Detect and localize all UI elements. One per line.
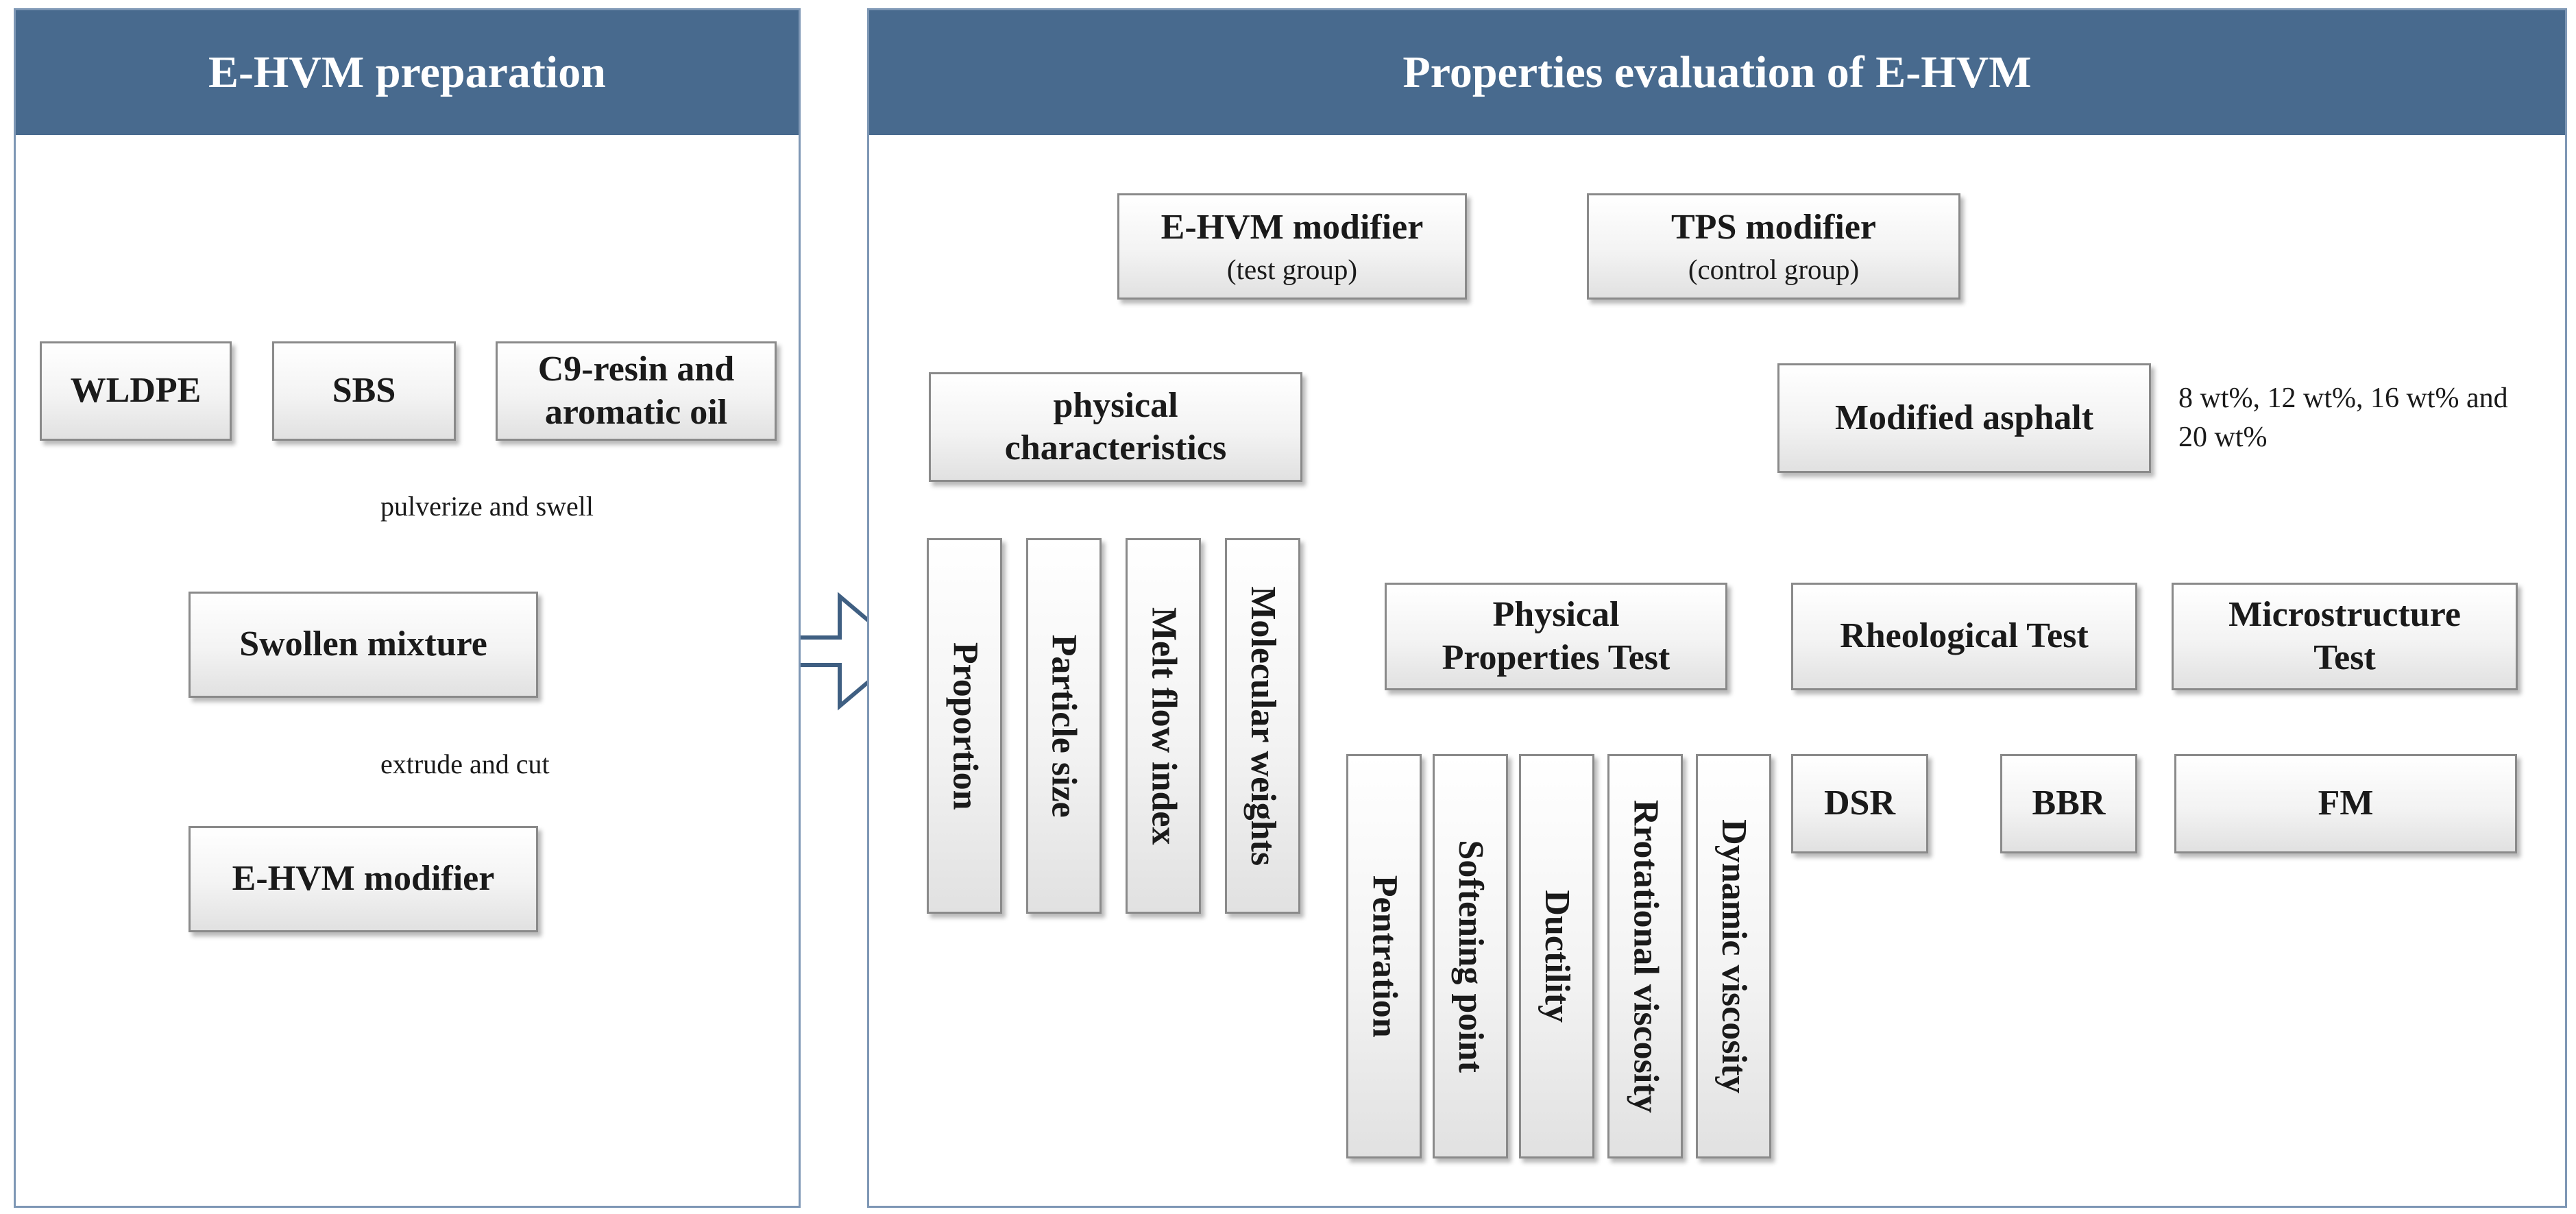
input-sbs-label: SBS (332, 371, 396, 411)
char-item-melt-flow-index: Melt flow index (1126, 538, 1201, 914)
input-c9-resin-oil-label: C9-resin and aromatic oil (537, 350, 735, 432)
modified-asphalt-label: Modified asphalt (1834, 398, 2094, 437)
test-group-box: E-HVM modifier (test group) (1117, 193, 1467, 300)
bbr-box: BBR (2000, 754, 2137, 853)
phys-item-dynamic-viscosity-label: Dynamic viscosity (1714, 818, 1754, 1094)
rheological-test-box: Rheological Test (1791, 583, 2137, 690)
physical-properties-test-label: Physical Properties Test (1442, 595, 1670, 677)
phys-item-softening-point-label: Softening point (1451, 840, 1491, 1073)
preparation-panel-title: E-HVM preparation (16, 10, 799, 135)
dosage-note: 8 wt%, 12 wt%, 16 wt% and 20 wt% (2178, 383, 2508, 453)
char-item-molecular-weights: Molecular weights (1225, 538, 1300, 914)
microstructure-test-box: Microstructure Test (2172, 583, 2518, 690)
test-group-sub: (test group) (1226, 254, 1358, 286)
phys-item-softening-point: Softening point (1433, 754, 1508, 1158)
fm-box: FM (2174, 754, 2517, 853)
bbr-label: BBR (2032, 784, 2106, 823)
physical-properties-test-box: Physical Properties Test (1385, 583, 1727, 690)
control-group-name: TPS modifier (1671, 207, 1876, 247)
input-wldpe: WLDPE (40, 341, 232, 441)
input-sbs: SBS (272, 341, 456, 441)
phys-item-pentration: Pentration (1346, 754, 1422, 1158)
rheological-test-label: Rheological Test (1840, 616, 2089, 656)
phys-item-rotational-viscosity: Rrotational viscosity (1607, 754, 1683, 1158)
phys-item-rotational-viscosity-label: Rrotational viscosity (1626, 799, 1666, 1113)
char-item-proportion-label: Proportion (945, 642, 985, 810)
ehvm-product-box: E-HVM modifier (189, 826, 538, 932)
char-item-melt-flow-index-label: Melt flow index (1144, 607, 1184, 845)
physical-characteristics-box: physical characteristics (929, 372, 1302, 482)
control-group-sub: (control group) (1688, 254, 1860, 286)
phys-item-pentration-label: Pentration (1365, 875, 1405, 1038)
physical-characteristics-label: physical characteristics (1004, 385, 1227, 468)
phys-item-ductility: Ductility (1519, 754, 1594, 1158)
char-item-particle-size-label: Particle size (1045, 634, 1084, 818)
modified-asphalt-box: Modified asphalt (1777, 363, 2151, 473)
step-pulverize-label: pulverize and swell (380, 491, 594, 522)
dsr-label: DSR (1823, 784, 1896, 823)
swollen-mixture-label: Swollen mixture (239, 624, 487, 664)
dsr-box: DSR (1791, 754, 1928, 853)
microstructure-test-label: Microstructure Test (2228, 595, 2461, 677)
control-group-box: TPS modifier (control group) (1587, 193, 1960, 300)
evaluation-panel-title: Properties evaluation of E-HVM (869, 10, 2565, 135)
fm-label: FM (2318, 784, 2374, 823)
ehvm-product-label: E-HVM modifier (232, 859, 495, 899)
phys-item-ductility-label: Ductility (1538, 890, 1577, 1023)
input-c9-resin-oil: C9-resin and aromatic oil (496, 341, 777, 441)
char-item-particle-size: Particle size (1026, 538, 1102, 914)
char-item-molecular-weights-label: Molecular weights (1243, 586, 1283, 866)
input-wldpe-label: WLDPE (70, 371, 202, 411)
char-item-proportion: Proportion (927, 538, 1002, 914)
phys-item-dynamic-viscosity: Dynamic viscosity (1696, 754, 1771, 1158)
swollen-mixture-box: Swollen mixture (189, 592, 538, 698)
step-extrude-label: extrude and cut (380, 749, 550, 779)
test-group-name: E-HVM modifier (1161, 207, 1424, 247)
